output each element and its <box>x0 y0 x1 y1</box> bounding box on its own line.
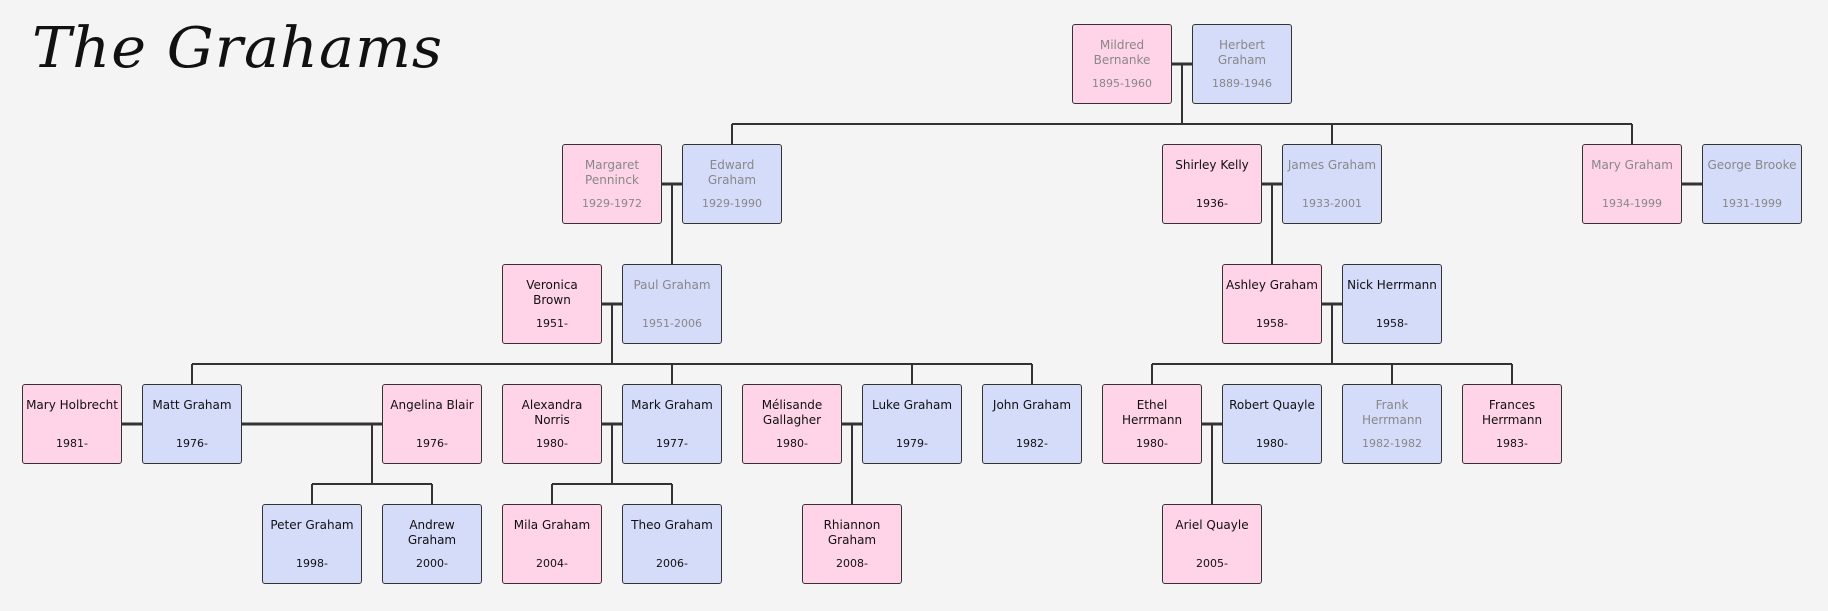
person-card-george: George Brooke 1931-1999 <box>1702 144 1802 224</box>
person-name: Mélisande Gallagher <box>761 398 823 427</box>
person-name: Luke Graham <box>871 398 953 412</box>
person-name: Frances Herrmann <box>1481 398 1543 427</box>
person-card-paul: Paul Graham 1951-2006 <box>622 264 722 344</box>
person-dates: 1980- <box>536 437 568 450</box>
person-dates: 2006- <box>656 557 688 570</box>
person-name: Herbert Graham <box>1217 38 1267 67</box>
person-card-ethel: Ethel Herrmann 1980- <box>1102 384 1202 464</box>
person-dates: 1977- <box>656 437 688 450</box>
person-card-nick: Nick Herrmann 1958- <box>1342 264 1442 344</box>
person-name: Nick Herrmann <box>1347 278 1437 292</box>
person-card-matt: Matt Graham 1976- <box>142 384 242 464</box>
person-card-frances: Frances Herrmann 1983- <box>1462 384 1562 464</box>
person-name: Peter Graham <box>270 518 354 532</box>
person-card-mila: Mila Graham 2004- <box>502 504 602 584</box>
person-name: Veronica Brown <box>526 278 578 307</box>
person-dates: 1976- <box>176 437 208 450</box>
person-card-peter: Peter Graham 1998- <box>262 504 362 584</box>
person-dates: 1958- <box>1376 317 1408 330</box>
person-name: John Graham <box>992 398 1072 412</box>
person-dates: 1980- <box>776 437 808 450</box>
person-name: Matt Graham <box>152 398 232 412</box>
person-card-ariel: Ariel Quayle 2005- <box>1162 504 1262 584</box>
person-dates: 1889-1946 <box>1212 77 1272 90</box>
person-card-robert: Robert Quayle 1980- <box>1222 384 1322 464</box>
person-card-alexandra: Alexandra Norris 1980- <box>502 384 602 464</box>
person-dates: 2005- <box>1196 557 1228 570</box>
person-card-herbert: Herbert Graham 1889-1946 <box>1192 24 1292 104</box>
person-name: Mila Graham <box>513 518 591 532</box>
person-card-james: James Graham 1933-2001 <box>1282 144 1382 224</box>
person-dates: 1980- <box>1136 437 1168 450</box>
person-card-rhiannon: Rhiannon Graham 2008- <box>802 504 902 584</box>
person-card-shirley: Shirley Kelly 1936- <box>1162 144 1262 224</box>
person-dates: 1895-1960 <box>1092 77 1152 90</box>
person-name: Andrew Graham <box>407 518 457 547</box>
person-dates: 1951- <box>536 317 568 330</box>
person-card-andrew: Andrew Graham 2000- <box>382 504 482 584</box>
person-dates: 1998- <box>296 557 328 570</box>
person-card-mary-h: Mary Holbrecht 1981- <box>22 384 122 464</box>
person-name: Mildred Bernanke <box>1093 38 1151 67</box>
person-name: Robert Quayle <box>1229 398 1315 412</box>
person-name: Rhiannon Graham <box>823 518 881 547</box>
person-dates: 1958- <box>1256 317 1288 330</box>
person-dates: 1981- <box>56 437 88 450</box>
person-name: Mary Graham <box>1591 158 1673 172</box>
person-dates: 1936- <box>1196 197 1228 210</box>
person-dates: 2008- <box>836 557 868 570</box>
person-dates: 1931-1999 <box>1722 197 1782 210</box>
person-card-mark: Mark Graham 1977- <box>622 384 722 464</box>
person-name: James Graham <box>1287 158 1377 172</box>
person-dates: 1976- <box>416 437 448 450</box>
person-dates: 1934-1999 <box>1602 197 1662 210</box>
person-name: Angelina Blair <box>390 398 474 412</box>
person-dates: 1933-2001 <box>1302 197 1362 210</box>
person-name: Paul Graham <box>633 278 711 292</box>
person-card-margaret: Margaret Penninck 1929-1972 <box>562 144 662 224</box>
chart-title: The Grahams <box>32 16 444 81</box>
person-name: Ethel Herrmann <box>1121 398 1183 427</box>
person-dates: 1983- <box>1496 437 1528 450</box>
person-name: Mary Holbrecht <box>26 398 118 412</box>
person-card-angelina: Angelina Blair 1976- <box>382 384 482 464</box>
person-card-mildred: Mildred Bernanke 1895-1960 <box>1072 24 1172 104</box>
person-dates: 1951-2006 <box>642 317 702 330</box>
person-dates: 1929-1990 <box>702 197 762 210</box>
person-card-edward: Edward Graham 1929-1990 <box>682 144 782 224</box>
person-card-veronica: Veronica Brown 1951- <box>502 264 602 344</box>
person-dates: 1982- <box>1016 437 1048 450</box>
person-name: George Brooke <box>1707 158 1797 172</box>
person-dates: 2000- <box>416 557 448 570</box>
person-dates: 1980- <box>1256 437 1288 450</box>
person-card-ashley: Ashley Graham 1958- <box>1222 264 1322 344</box>
person-name: Theo Graham <box>631 518 713 532</box>
person-name: Ariel Quayle <box>1175 518 1249 532</box>
person-name: Shirley Kelly <box>1175 158 1249 172</box>
person-card-melisande: Mélisande Gallagher 1980- <box>742 384 842 464</box>
person-dates: 2004- <box>536 557 568 570</box>
person-card-luke: Luke Graham 1979- <box>862 384 962 464</box>
person-name: Margaret Penninck <box>584 158 640 187</box>
person-card-john: John Graham 1982- <box>982 384 1082 464</box>
person-card-mary-g: Mary Graham 1934-1999 <box>1582 144 1682 224</box>
person-card-frank: Frank Herrmann 1982-1982 <box>1342 384 1442 464</box>
person-dates: 1979- <box>896 437 928 450</box>
person-dates: 1929-1972 <box>582 197 642 210</box>
person-name: Alexandra Norris <box>521 398 583 427</box>
person-name: Edward Graham <box>707 158 757 187</box>
person-name: Ashley Graham <box>1226 278 1318 292</box>
person-name: Mark Graham <box>631 398 713 412</box>
person-dates: 1982-1982 <box>1362 437 1422 450</box>
person-name: Frank Herrmann <box>1361 398 1423 427</box>
person-card-theo: Theo Graham 2006- <box>622 504 722 584</box>
